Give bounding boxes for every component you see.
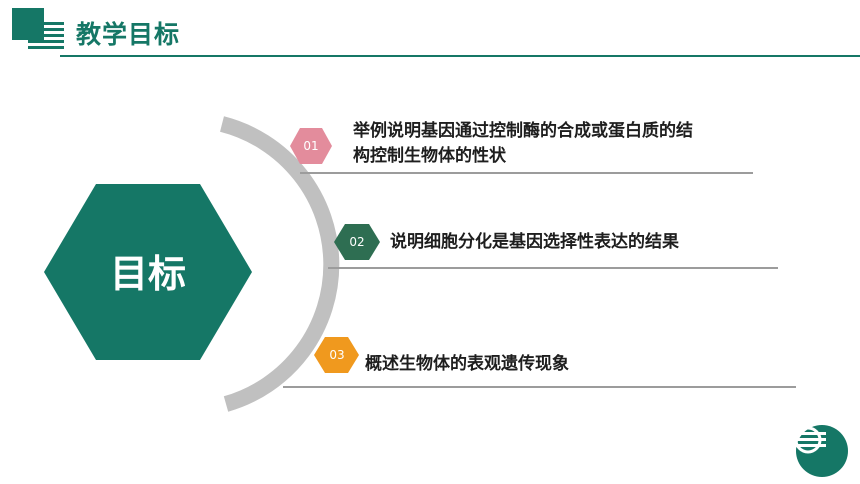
page-title: 教学目标 (76, 20, 181, 49)
badge-number-03: 03 (329, 348, 345, 362)
objective-03-line1: 概述生物体的表观遗传现象 (365, 354, 569, 374)
badge-hexagon-01 (290, 128, 332, 164)
center-hexagon (44, 184, 252, 360)
objective-03-divider (283, 386, 796, 388)
badge-number-02: 02 (349, 235, 365, 249)
corner-logo-icon (794, 425, 848, 477)
header-logo-icon (12, 8, 64, 49)
objective-01-line1: 举例说明基因通过控制酶的合成或蛋白质的结 (353, 121, 693, 141)
objective-02-divider (328, 267, 778, 269)
header-divider (60, 55, 860, 57)
badge-hexagon-02 (334, 224, 380, 260)
badge-number-01: 01 (303, 139, 319, 153)
objective-01-line2: 构控制生物体的性状 (353, 146, 506, 166)
badge-hexagon-03 (314, 337, 359, 373)
objective-01-divider (300, 172, 753, 174)
center-label: 目标 (109, 252, 186, 296)
arc-decoration (220, 116, 340, 412)
objective-02-line1: 说明细胞分化是基因选择性表达的结果 (390, 232, 679, 252)
